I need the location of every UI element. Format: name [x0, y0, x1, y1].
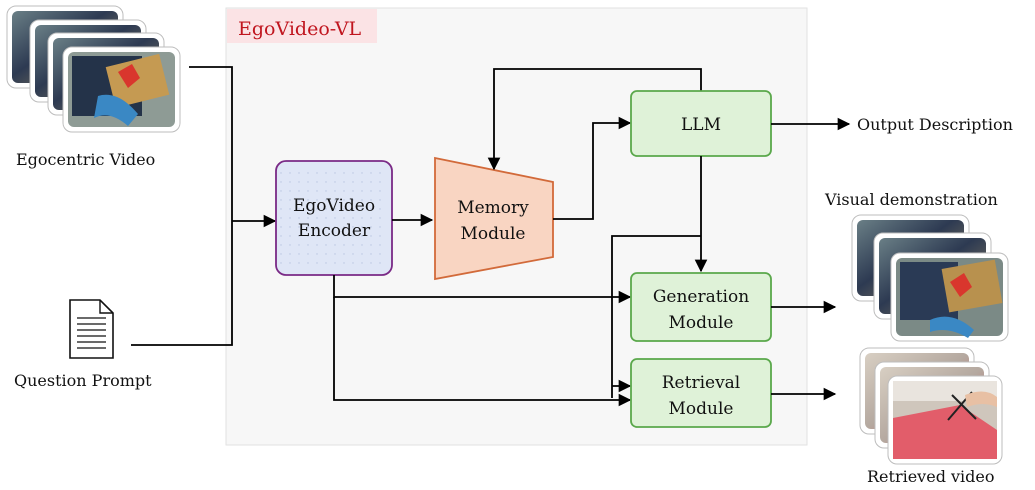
document-icon — [69, 299, 114, 359]
retrieval-module-block — [630, 358, 772, 428]
memory-label-line2: Module — [461, 224, 526, 244]
memory-to-llm-arrow — [553, 116, 632, 220]
retrieval-label-line1: Retrieval — [662, 373, 741, 393]
egovideo-encoder-block — [275, 160, 393, 276]
encoder-label-line1: EgoVideo — [293, 196, 375, 216]
egocentric-video-label: Egocentric Video — [16, 150, 155, 169]
prompt-to-encoder-line — [131, 221, 233, 346]
memory-label-line1: Memory — [457, 198, 529, 218]
llm-label: LLM — [681, 115, 721, 135]
question-prompt-label: Question Prompt — [14, 371, 152, 390]
generation-label-line1: Generation — [653, 287, 749, 307]
egocentric-video-thumbnails — [6, 5, 181, 133]
encoder-label-line2: Encoder — [298, 221, 371, 241]
visual-demonstration-label: Visual demonstration — [824, 190, 998, 209]
visual-demonstration-thumbnails — [851, 214, 1009, 342]
panel-title: EgoVideo-VL — [238, 18, 362, 40]
memory-module-block — [434, 156, 554, 281]
retrieval-label-line2: Module — [669, 399, 734, 419]
generation-label-line2: Module — [669, 313, 734, 333]
llm-feedback-to-memory-arrow — [487, 68, 702, 171]
video-to-encoder-line — [189, 66, 233, 221]
llm-branch-line — [611, 235, 701, 398]
retrieved-video-thumbnails — [859, 347, 1003, 465]
panel-title-bg — [227, 9, 377, 43]
output-description-label: Output Description — [857, 115, 1013, 134]
encoder-to-retrieval-arrow — [333, 297, 632, 407]
retrieved-video-label: Retrieved video — [867, 467, 995, 486]
